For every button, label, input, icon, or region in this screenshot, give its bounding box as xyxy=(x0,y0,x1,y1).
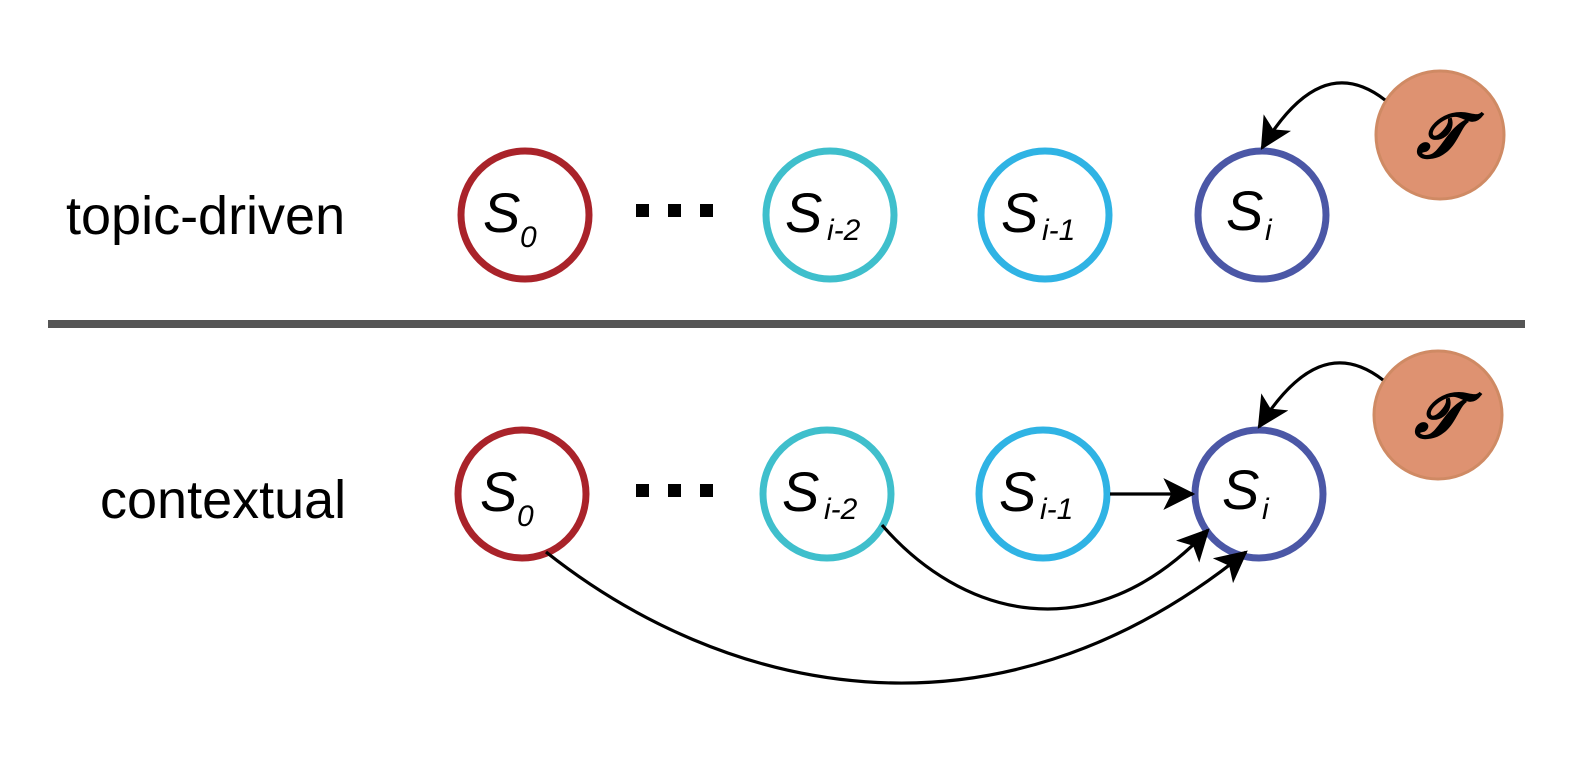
node-s0-circle xyxy=(457,147,593,283)
ellipsis-dot xyxy=(700,484,713,497)
node-s-i-minus-1-symbol: S xyxy=(1001,181,1038,244)
row-label-contextual: contextual xyxy=(100,470,346,530)
node-s-i-subscript: i xyxy=(1265,214,1273,247)
edge-s-i-minus-2-to-s-i xyxy=(880,523,1210,611)
node-s-i-minus-1-subscript: i-1 xyxy=(1040,493,1073,526)
node-s-i-circle xyxy=(1194,147,1330,283)
ellipsis xyxy=(636,204,713,217)
topic-node: 𝓣 xyxy=(1372,349,1504,481)
row-topic-driven: topic-driven S 0 S i-2 S i-1 S xyxy=(66,69,1506,283)
node-s-i: S i xyxy=(1194,147,1330,283)
node-s-i-minus-1-circle xyxy=(975,426,1111,562)
node-s0-symbol: S xyxy=(483,181,520,244)
ellipsis-dot xyxy=(668,484,681,497)
row-label-topic-driven: topic-driven xyxy=(66,186,345,246)
row-contextual: contextual S 0 S i-2 S i-1 S xyxy=(100,349,1504,685)
node-s-i-minus-1: S i-1 xyxy=(977,147,1113,283)
ellipsis-dot xyxy=(700,204,713,217)
edge-s0-to-s-i xyxy=(545,550,1248,685)
node-s-i-minus-2-circle xyxy=(759,426,895,562)
node-s0: S 0 xyxy=(454,426,590,562)
node-s-i-minus-1-circle xyxy=(977,147,1113,283)
node-s0: S 0 xyxy=(457,147,593,283)
node-s-i-minus-2: S i-2 xyxy=(762,147,898,283)
node-s-i: S i xyxy=(1191,426,1327,562)
edge-topic-to-s-i xyxy=(1257,361,1384,429)
node-s-i-minus-2-symbol: S xyxy=(785,181,822,244)
node-s-i-minus-2: S i-2 xyxy=(759,426,895,562)
ellipsis-dot xyxy=(636,484,649,497)
topic-node: 𝓣 xyxy=(1374,69,1506,201)
topic-node-circle xyxy=(1372,349,1504,481)
node-s-i-minus-2-symbol: S xyxy=(782,460,819,523)
ellipsis-dot xyxy=(636,204,649,217)
edge-topic-to-s-i xyxy=(1260,81,1386,150)
node-s-i-minus-1-subscript: i-1 xyxy=(1042,214,1075,247)
node-s0-circle xyxy=(454,426,590,562)
node-s-i-symbol: S xyxy=(1222,458,1259,521)
topic-node-circle xyxy=(1374,69,1506,201)
node-s-i-minus-1: S i-1 xyxy=(975,426,1111,562)
node-s-i-subscript: i xyxy=(1262,493,1270,526)
node-s0-subscript: 0 xyxy=(517,500,534,533)
node-s-i-minus-2-circle xyxy=(762,147,898,283)
node-s0-subscript: 0 xyxy=(520,221,537,254)
node-s-i-symbol: S xyxy=(1226,179,1263,242)
node-s-i-minus-2-subscript: i-2 xyxy=(827,214,861,247)
ellipsis xyxy=(636,484,713,497)
ellipsis-dot xyxy=(668,204,681,217)
node-s-i-minus-1-symbol: S xyxy=(999,460,1036,523)
node-s-i-minus-2-subscript: i-2 xyxy=(824,493,858,526)
node-s0-symbol: S xyxy=(480,460,517,523)
